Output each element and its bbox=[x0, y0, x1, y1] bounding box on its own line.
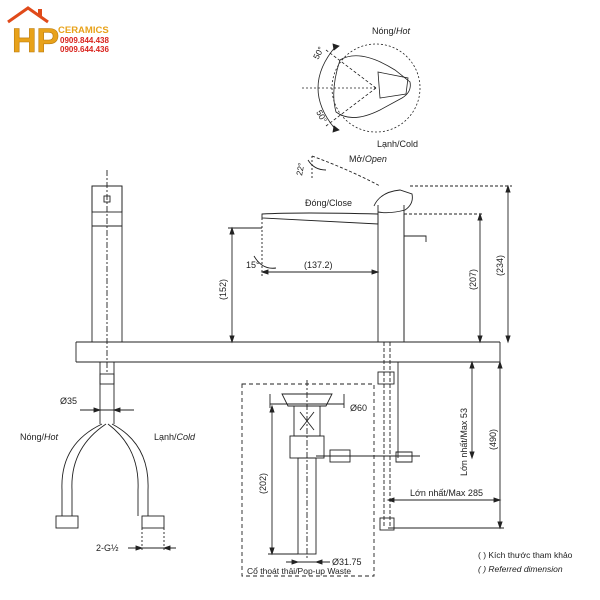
reach-dimension: (137.2) bbox=[304, 260, 333, 270]
front-diameter-35: Ø35 bbox=[60, 396, 77, 406]
max-285: Lớn nhất/Max 285 bbox=[410, 488, 483, 498]
side-faucet-body bbox=[377, 205, 405, 343]
side-view bbox=[75, 155, 512, 531]
thread-size: 2-G½ bbox=[96, 543, 119, 553]
top-angle-cold: 50° bbox=[314, 108, 329, 124]
height-152: (152) bbox=[218, 279, 228, 300]
height-234: (234) bbox=[495, 255, 505, 276]
side-lever-open bbox=[311, 155, 381, 187]
waste-diameter-3175: Ø31.75 bbox=[332, 557, 362, 567]
top-hot-label: Nóng/Hot bbox=[372, 26, 411, 36]
side-lever bbox=[403, 214, 427, 340]
top-view bbox=[300, 43, 421, 133]
height-207: (207) bbox=[468, 269, 478, 290]
top-view-lever bbox=[377, 71, 409, 99]
side-spout bbox=[261, 212, 379, 225]
waste-dashed-box bbox=[241, 383, 375, 577]
close-label: Đóng/Close bbox=[305, 198, 352, 208]
top-cold-label: Lạnh/Cold bbox=[377, 139, 418, 149]
side-handle bbox=[373, 189, 413, 214]
logo-letters: HP bbox=[12, 22, 59, 60]
open-label: Mở/Open bbox=[349, 154, 387, 164]
logo: HP CERAMICS 0909.844.438 0909.644.436 bbox=[7, 6, 109, 60]
cold-hose bbox=[111, 423, 149, 516]
front-hot-label: Nóng/Hot bbox=[20, 432, 59, 442]
top-angle-hot: 50° bbox=[311, 45, 326, 61]
top-view-base-circle bbox=[331, 43, 421, 133]
depth-490: (490) bbox=[488, 429, 498, 450]
note-ref-en: ( ) Referred dimension bbox=[478, 564, 563, 574]
logo-brand: CERAMICS bbox=[58, 25, 109, 36]
logo-phone-2: 0909.644.436 bbox=[60, 45, 109, 54]
waste-caption: Cổ thoát thải/Pop-up Waste bbox=[247, 566, 351, 576]
spout-angle: 15° bbox=[246, 260, 260, 270]
top-view-handle bbox=[333, 55, 411, 118]
hot-hose bbox=[61, 423, 103, 516]
waste-view bbox=[241, 380, 420, 577]
logo-phone-1: 0909.844.438 bbox=[60, 36, 109, 45]
front-cold-label: Lạnh/Cold bbox=[154, 432, 196, 442]
waste-height-202: (202) bbox=[258, 473, 268, 494]
waste-diameter-60: Ø60 bbox=[350, 403, 367, 413]
front-view bbox=[55, 170, 176, 552]
logo-house-icon bbox=[7, 6, 49, 24]
max-53: Lớn nhất/Max 53 bbox=[459, 408, 469, 476]
note-ref-vn: ( ) Kích thước tham khảo bbox=[478, 550, 573, 560]
open-angle: 22° bbox=[294, 162, 306, 176]
logo-chimney bbox=[38, 9, 42, 17]
